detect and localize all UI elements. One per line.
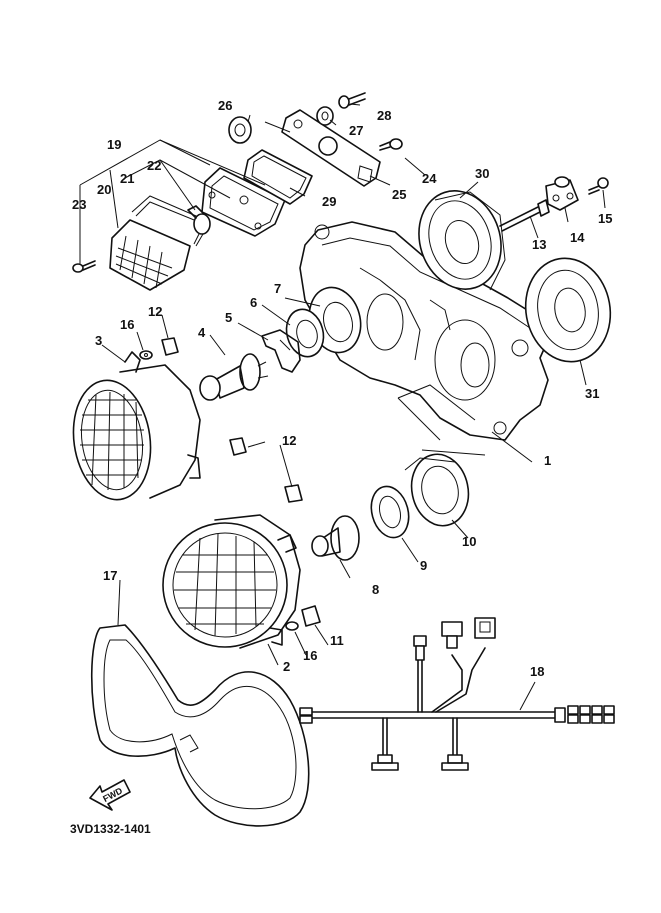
meter-cup-upper [418, 190, 506, 291]
meter-cup-right [524, 257, 612, 363]
headlight-unit-upper [72, 351, 201, 501]
headlight-unit-lower [162, 514, 301, 649]
headlight-bezel [90, 624, 310, 827]
callout-15: 15 [598, 211, 612, 226]
callout-9: 9 [420, 558, 427, 573]
callout-14: 14 [570, 230, 585, 245]
callout-4: 4 [198, 325, 206, 340]
callout-19: 19 [107, 137, 121, 152]
callout-12-upper: 12 [148, 304, 162, 319]
callout-16-lower: 16 [303, 648, 317, 663]
stay-plate [281, 109, 381, 187]
callout-27: 27 [349, 123, 363, 138]
washer-upper [139, 350, 153, 360]
screw-24 [379, 138, 403, 151]
callout-16-upper: 16 [120, 317, 134, 332]
callout-20: 20 [97, 182, 111, 197]
callout-1: 1 [544, 453, 551, 468]
callout-8: 8 [372, 582, 379, 597]
bulb-holder-clip [261, 329, 301, 373]
adjuster-screw [301, 605, 321, 627]
grommet-upper [161, 337, 179, 356]
callout-10: 10 [462, 534, 476, 549]
socket-cover-lower [404, 453, 470, 527]
grommet-middle [229, 437, 247, 456]
socket-cover-6 [285, 308, 325, 358]
callout-22: 22 [147, 158, 161, 173]
drawing-code: 3VD1332-1401 [70, 822, 151, 836]
adjusting-bolt [499, 199, 550, 232]
callout-21: 21 [120, 171, 134, 186]
callout-5: 5 [225, 310, 232, 325]
screw-23 [72, 260, 96, 273]
bracket-14 [545, 176, 579, 211]
callout-numbers: 1 2 3 4 5 6 7 8 9 10 11 12 12 13 14 15 1… [72, 98, 612, 679]
callout-13: 13 [532, 237, 546, 252]
wire-harness [299, 617, 615, 771]
callout-30: 30 [475, 166, 489, 181]
headlight-bulb-lower [311, 515, 360, 561]
callout-18: 18 [530, 664, 544, 679]
callout-11: 11 [330, 633, 344, 648]
callout-3: 3 [95, 333, 102, 348]
callout-26: 26 [218, 98, 232, 113]
callout-24: 24 [422, 171, 437, 186]
headlight-bulb-upper [199, 353, 269, 401]
indicator-panel [109, 219, 191, 291]
washer-lower [285, 621, 299, 631]
indicator-case [201, 167, 286, 237]
callout-6: 6 [250, 295, 257, 310]
callout-17: 17 [103, 568, 117, 583]
bolt-28 [338, 92, 366, 109]
callout-29: 29 [322, 194, 336, 209]
forward-direction-arrow: FWD [89, 779, 131, 811]
callout-7: 7 [274, 281, 281, 296]
grommet-27 [316, 106, 334, 126]
callout-28: 28 [377, 108, 391, 123]
indicator-bulb [187, 205, 211, 235]
grommet-26 [228, 116, 252, 144]
callout-12-lower: 12 [282, 433, 296, 448]
callout-31: 31 [585, 386, 599, 401]
screw-15 [588, 177, 609, 195]
callout-25: 25 [392, 187, 406, 202]
callout-23: 23 [72, 197, 86, 212]
callout-2: 2 [283, 659, 290, 674]
retaining-ring [370, 485, 410, 539]
leader-lines [79, 103, 606, 711]
grommet-lower [284, 484, 303, 503]
